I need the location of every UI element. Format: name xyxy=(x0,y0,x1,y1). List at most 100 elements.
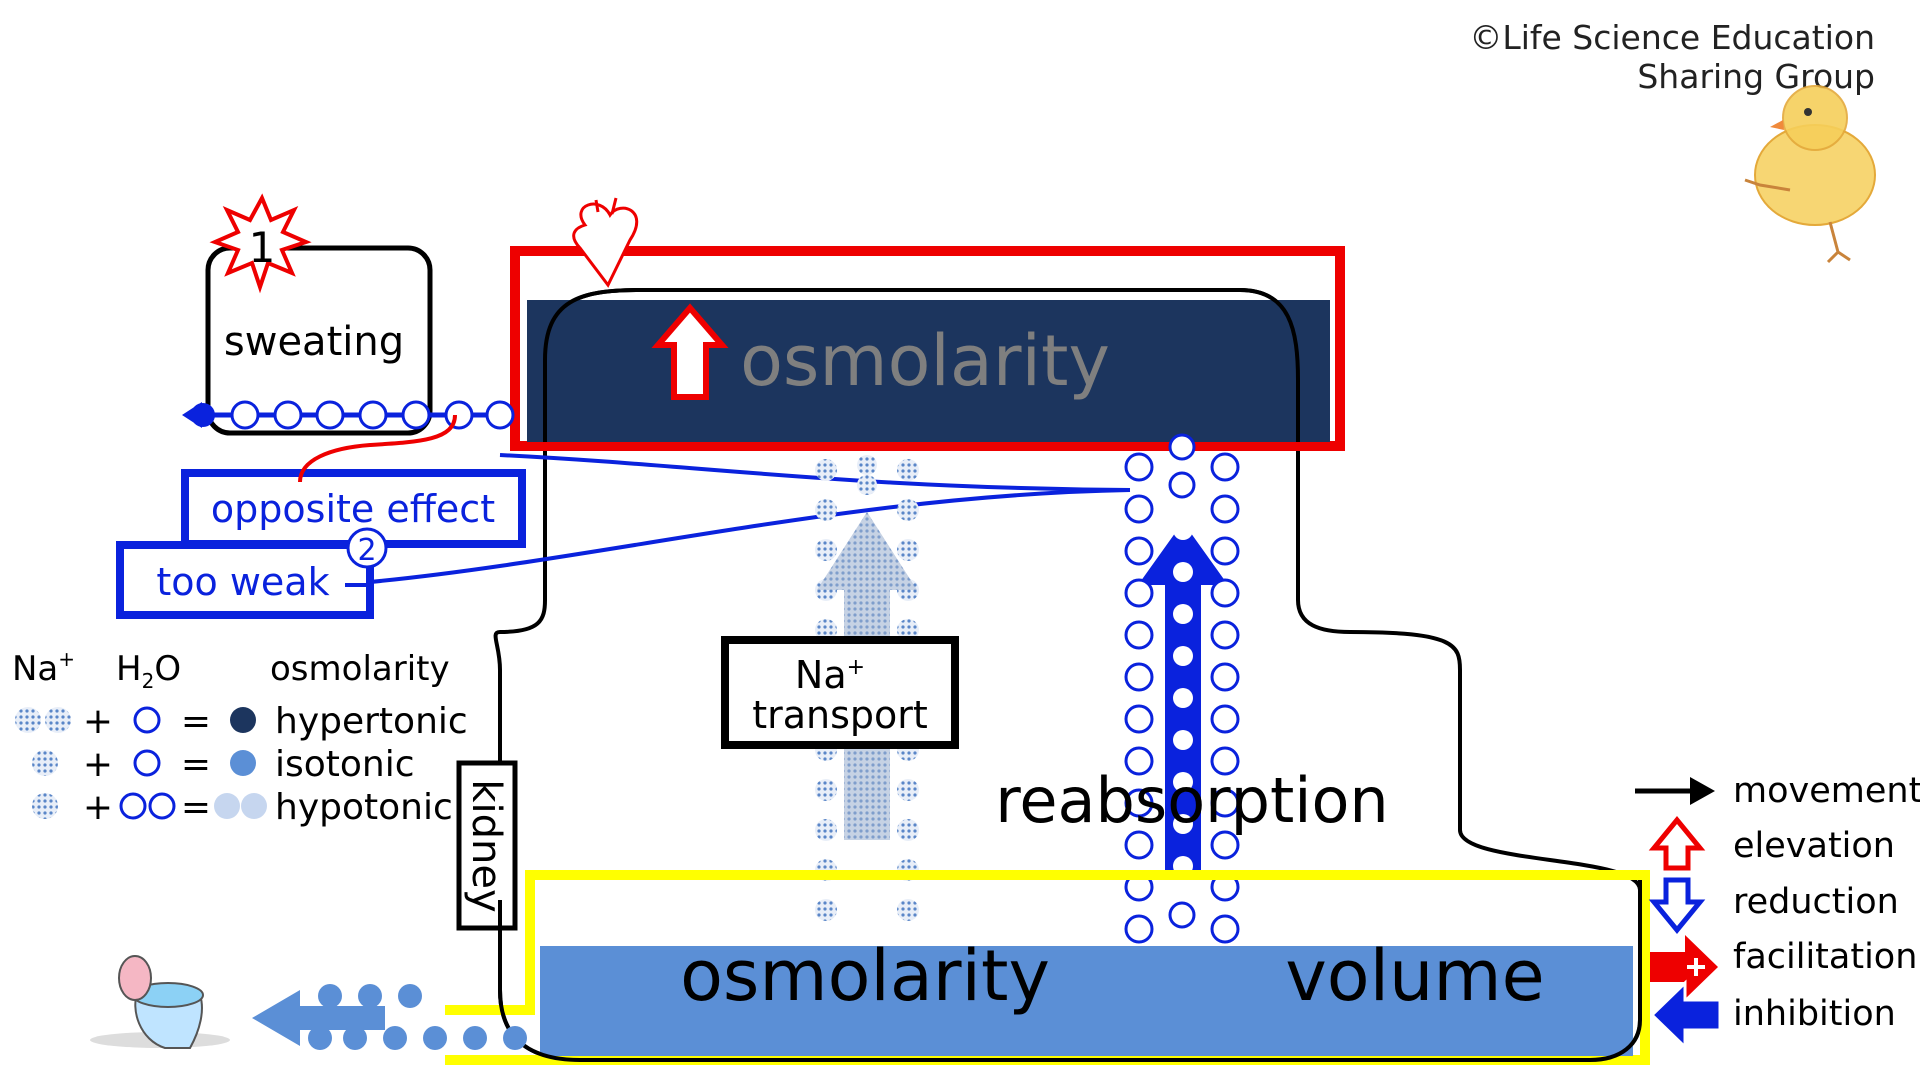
water-reabsorption-molecules xyxy=(1124,433,1240,944)
legend-facilitation-label: facilitation xyxy=(1733,937,1917,977)
kidney-label: kidney xyxy=(463,779,509,912)
na-dot-icon xyxy=(815,779,837,801)
kidney-outline-bottom xyxy=(498,880,1642,1062)
water-circle-icon xyxy=(1124,746,1154,776)
isotonic-dot-icon xyxy=(230,750,256,776)
legend-isotonic-label: isotonic xyxy=(275,744,415,785)
urine-molecule-icon xyxy=(343,1026,367,1050)
too-weak-link xyxy=(345,488,1131,587)
na-dot-icon xyxy=(897,819,919,841)
water-circle-icon xyxy=(148,792,176,820)
water-circle-icon xyxy=(444,400,474,430)
water-circle-filled-icon xyxy=(191,403,215,427)
urine-outflow-molecules xyxy=(308,984,527,1050)
water-circle-icon xyxy=(1173,688,1193,708)
na-dot-icon xyxy=(815,619,837,641)
legend-elevation-label: elevation xyxy=(1733,826,1895,866)
opposite-effect-box xyxy=(181,469,526,548)
urine-osmolarity-label: osmolarity xyxy=(680,935,1050,1017)
kidney-outline-overlay xyxy=(543,288,1300,442)
legend-reduction-label: reduction xyxy=(1733,882,1899,922)
water-circle-icon xyxy=(1124,914,1154,944)
water-circle-icon xyxy=(1124,536,1154,566)
legend-hypertonic-label: hypertonic xyxy=(275,701,468,742)
water-circle-icon xyxy=(1210,704,1240,734)
water-circle-icon xyxy=(1210,578,1240,608)
na-dot-icon xyxy=(897,539,919,561)
sweating-box xyxy=(205,245,433,436)
water-circle-icon xyxy=(358,400,388,430)
legend-header-osmolarity: osmolarity xyxy=(270,649,450,689)
na-dot-icon xyxy=(32,793,58,819)
blood-box-frame xyxy=(510,246,1345,451)
urine-molecule-icon xyxy=(503,1026,527,1050)
legend-equals: = xyxy=(181,744,211,785)
water-circle-icon xyxy=(230,400,260,430)
water-circle-icon xyxy=(1124,452,1154,482)
water-circle-icon xyxy=(315,400,345,430)
water-circle-icon xyxy=(273,400,303,430)
na-dot-icon xyxy=(15,707,41,733)
urine-molecule-icon xyxy=(358,984,382,1008)
copyright-line-2: Sharing Group xyxy=(1637,57,1875,96)
blue-down-arrow-icon xyxy=(1648,877,1706,934)
burst-badge-1: 1 xyxy=(209,193,312,294)
urine-molecule-icon xyxy=(398,984,422,1008)
water-circle-icon xyxy=(485,400,515,430)
water-circle-icon xyxy=(1124,662,1154,692)
legend-inhibition-label: inhibition xyxy=(1733,994,1896,1034)
water-circle-icon xyxy=(1124,788,1154,818)
na-dot-icon xyxy=(45,707,71,733)
na-dot-icon xyxy=(857,455,877,475)
urine-molecule-icon xyxy=(423,1026,447,1050)
legend-movement-label: movement xyxy=(1733,771,1920,811)
na-dot-icon xyxy=(897,619,919,641)
water-circle-icon xyxy=(1210,914,1240,944)
sweat-water-molecules xyxy=(191,400,515,430)
water-circle-icon xyxy=(133,706,161,734)
hypotonic-dot-icon xyxy=(241,793,267,819)
svg-text:1: 1 xyxy=(249,223,276,272)
urine-molecule-icon xyxy=(383,1026,407,1050)
water-circle-icon xyxy=(1124,620,1154,650)
na-dot-icon xyxy=(897,499,919,521)
water-circle-icon xyxy=(119,792,147,820)
water-circle-icon xyxy=(401,400,431,430)
urine-box xyxy=(540,946,1633,1056)
copyright-line-1: ©Life Science Education xyxy=(1469,18,1875,57)
water-circle-icon xyxy=(1124,578,1154,608)
water-circle-icon xyxy=(1210,746,1240,776)
water-circle-icon xyxy=(1210,620,1240,650)
hypertonic-dot-icon xyxy=(230,707,256,733)
water-circle-icon xyxy=(1168,471,1196,499)
urine-outflow-arrow-icon xyxy=(252,990,385,1046)
svg-text:2: 2 xyxy=(357,533,376,568)
copyright-text: ©Life Science Education Sharing Group xyxy=(1469,18,1875,96)
water-circle-icon xyxy=(1210,830,1240,860)
na-dot-icon xyxy=(897,899,919,921)
legend-plus: + xyxy=(83,701,113,742)
legend-header-na: Na+ xyxy=(12,647,75,689)
na-dot-icon xyxy=(815,539,837,561)
water-circle-icon xyxy=(1168,433,1196,461)
water-circle-icon xyxy=(1210,788,1240,818)
na-transport-line1: Na+ xyxy=(795,653,865,697)
na-dot-icon xyxy=(815,499,837,521)
opposite-effect-label: opposite effect xyxy=(211,487,495,531)
heart-icon xyxy=(572,197,639,288)
hypotonic-dot-icon xyxy=(214,793,240,819)
water-circle-icon xyxy=(1210,662,1240,692)
kidney-label-box xyxy=(456,760,518,931)
blood-osmolarity-label: osmolarity xyxy=(740,320,1110,402)
water-circle-icon xyxy=(1210,494,1240,524)
water-circle-icon xyxy=(1173,562,1193,582)
na-transport-line2: transport xyxy=(752,693,928,737)
water-circle-icon xyxy=(1173,604,1193,624)
legend-plus: + xyxy=(83,744,113,785)
elevation-arrow-icon xyxy=(651,303,729,400)
water-circle-icon xyxy=(1173,730,1193,750)
na-dot-icon xyxy=(897,459,919,481)
opposite-effect-link xyxy=(499,453,1131,492)
na-dot-icon xyxy=(815,899,837,921)
water-circle-icon xyxy=(1124,494,1154,524)
